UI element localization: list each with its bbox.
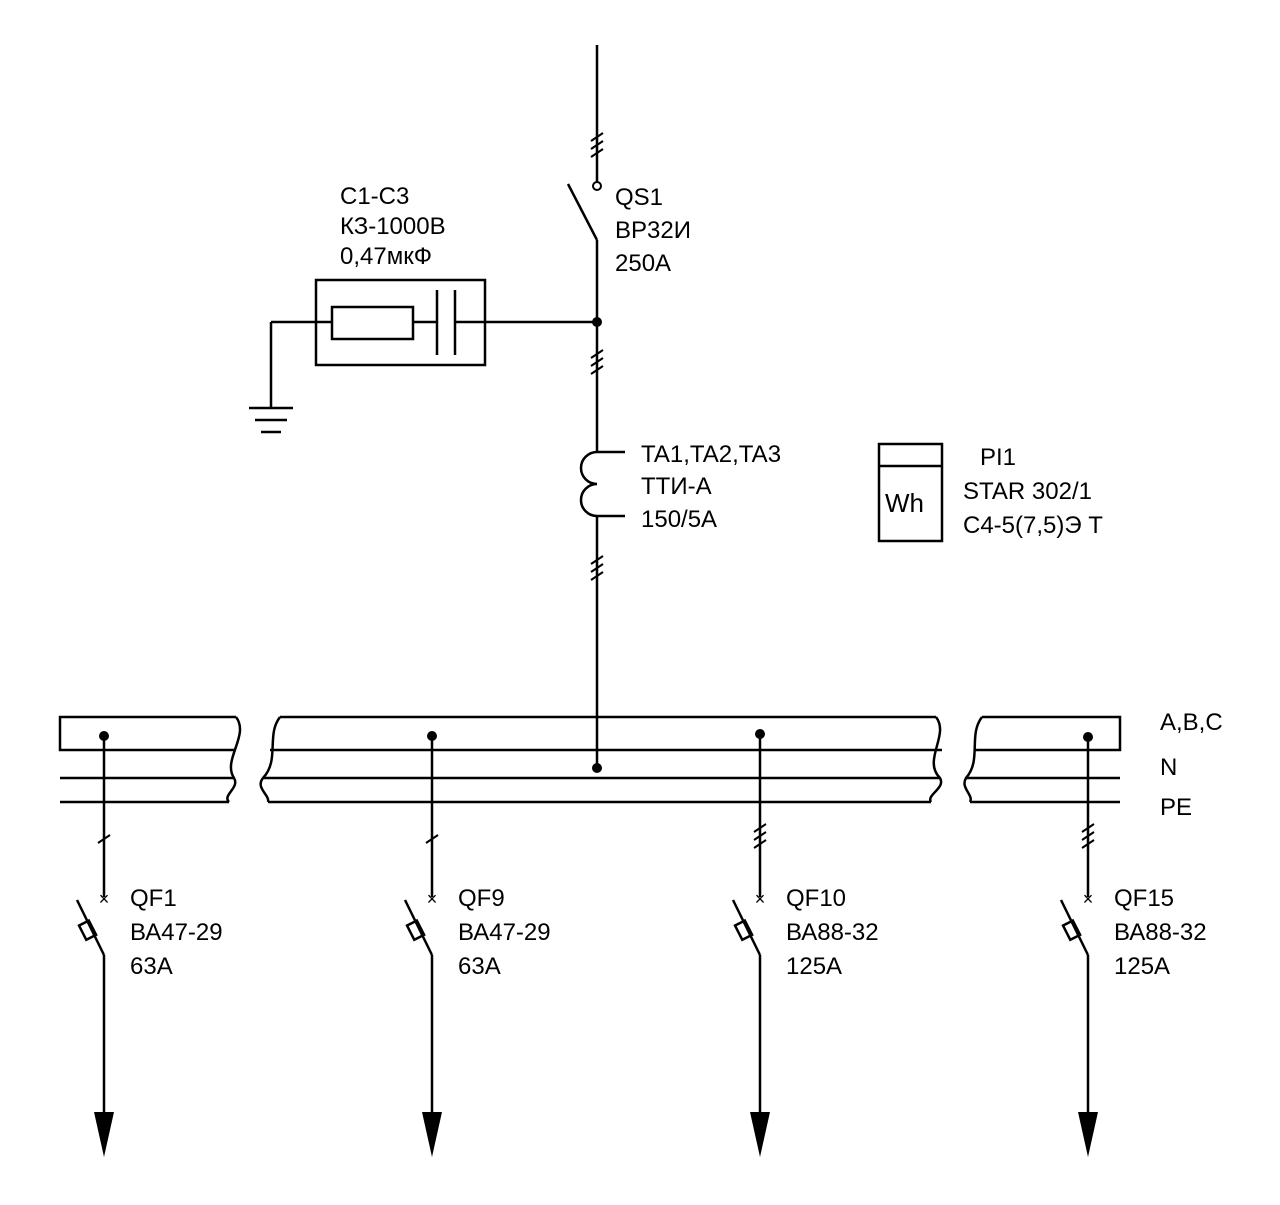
- single-phase-tick-mark: [97, 834, 111, 844]
- three-phase-tick-marks: [590, 555, 604, 581]
- arrow-down-icon: [94, 1112, 114, 1157]
- breaker-release-icon: [405, 918, 426, 942]
- switch-contact-icon: [592, 181, 602, 191]
- breaker-release-icon: [77, 918, 98, 942]
- meter-symbol: Wh: [885, 488, 924, 518]
- ct-ratio: 150/5А: [641, 506, 717, 533]
- feeder-qf15: × QF15 ВА88-32 125А: [1059, 732, 1207, 1157]
- feeder-designation: QF15: [1114, 885, 1174, 912]
- feeder-qf9: × QF9 ВА47-29 63А: [403, 731, 551, 1157]
- meter-spec: С4-5(7,5)Э Т: [963, 512, 1103, 539]
- capacitor-designation: С1-С3: [340, 183, 409, 210]
- breaker-blade-icon: [1059, 899, 1090, 956]
- breaker-contact-icon: ×: [1083, 889, 1094, 909]
- feeder-type: ВА88-32: [1114, 919, 1207, 946]
- resistor-icon: [330, 305, 415, 341]
- meter-designation: PI1: [980, 444, 1016, 471]
- feeder-type: ВА47-29: [458, 919, 551, 946]
- bus-break-icon: [963, 716, 984, 803]
- single-phase-tick-mark: [425, 834, 439, 844]
- feeder-type: ВА88-32: [786, 919, 879, 946]
- bus-label-pe: PE: [1160, 794, 1192, 821]
- feeder-type: ВА47-29: [130, 919, 223, 946]
- three-phase-tick-marks: [753, 823, 767, 849]
- bus-label-neutral: N: [1160, 754, 1177, 781]
- busbar-section-right: [963, 715, 1122, 804]
- bus-break-icon: [929, 716, 943, 803]
- breaker-contact-icon: ×: [755, 889, 766, 909]
- current-transformer-icon: [579, 450, 598, 518]
- capacitor-unit: С1-С3 КЗ-1000В 0,47мкФ: [249, 183, 602, 434]
- qs1-designation: QS1: [615, 184, 663, 211]
- breaker-contact-icon: ×: [99, 889, 110, 909]
- three-phase-tick-marks: [590, 349, 604, 375]
- breaker-contact-icon: ×: [427, 889, 438, 909]
- capacitor-type: КЗ-1000В: [340, 213, 446, 240]
- breaker-blade-icon: [75, 899, 106, 956]
- breaker-blade-icon: [403, 899, 434, 956]
- feeder-designation: QF9: [458, 885, 505, 912]
- breaker-release-icon: [1061, 918, 1082, 942]
- feeder-qf1: × QF1 ВА47-29 63А: [75, 731, 223, 1157]
- ct-type: ТТИ-А: [641, 473, 712, 500]
- arrow-down-icon: [422, 1112, 442, 1157]
- feeder-rating: 63А: [458, 953, 501, 980]
- main-feed: TA1,TA2,TA3 ТТИ-А 150/5А: [579, 322, 781, 768]
- switch-blade-icon: [566, 183, 599, 241]
- arrow-down-icon: [1078, 1112, 1098, 1157]
- breaker-blade-icon: [731, 899, 762, 956]
- feeder-rating: 125А: [1114, 953, 1170, 980]
- feeder-rating: 125А: [786, 953, 842, 980]
- qs1-rating: 250А: [615, 250, 671, 277]
- busbar-section-middle: [259, 715, 943, 804]
- feeder-qf10: × QF10 ВА88-32 125А: [731, 729, 879, 1157]
- three-phase-tick-marks: [1081, 823, 1095, 849]
- bus-break-icon: [259, 716, 282, 803]
- busbar-section-left: [58, 715, 242, 804]
- capacitor-value: 0,47мкФ: [340, 243, 432, 270]
- three-phase-tick-marks: [590, 132, 604, 158]
- arrow-down-icon: [750, 1112, 770, 1157]
- feeder-designation: QF10: [786, 885, 846, 912]
- bus-break-icon: [226, 716, 242, 803]
- qs1-type: ВР32И: [615, 217, 691, 244]
- incoming-line: [590, 45, 604, 182]
- breaker-release-icon: [733, 918, 754, 942]
- meter-box: [877, 442, 944, 543]
- ground-icon: [249, 406, 293, 434]
- ct-designation: TA1,TA2,TA3: [641, 441, 781, 468]
- main-switch-qs1: QS1 ВР32И 250А: [566, 181, 691, 322]
- meter-model: STAR 302/1: [963, 478, 1092, 505]
- feeder-designation: QF1: [130, 885, 177, 912]
- feeder-rating: 63А: [130, 953, 173, 980]
- bus-label-phases: A,B,C: [1160, 709, 1223, 736]
- energy-meter: Wh PI1 STAR 302/1 С4-5(7,5)Э Т: [877, 442, 1103, 543]
- junction-dot: [592, 763, 602, 773]
